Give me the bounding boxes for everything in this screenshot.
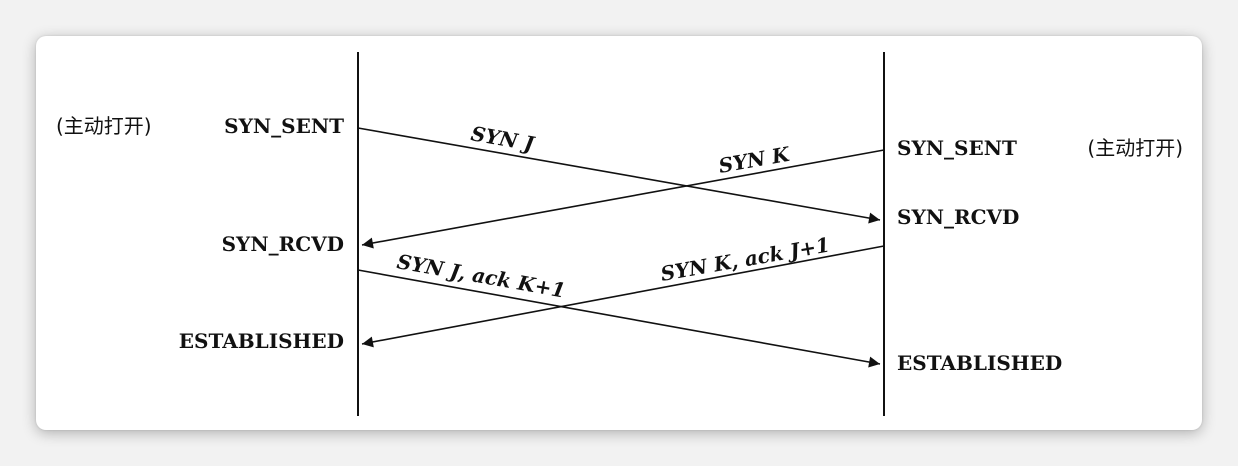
- syn-j-arrow: [357, 127, 881, 224]
- left-state-established: ESTABLISHED: [179, 329, 344, 353]
- syn-k-ack-arrow: [361, 245, 885, 348]
- syn-j-ack-arrow: [357, 269, 881, 368]
- syn-j-label: SYN J: [469, 121, 537, 156]
- syn-k-label: SYN K: [717, 142, 793, 178]
- diagram-card: [36, 36, 1202, 430]
- syn-k-ack-label: SYN K, ack J+1: [659, 233, 832, 286]
- right-state-established: ESTABLISHED: [897, 351, 1062, 375]
- syn-k-arrow: [361, 149, 885, 249]
- right-state-syn-sent: SYN_SENT: [897, 136, 1017, 160]
- left-state-syn-sent: SYN_SENT: [224, 114, 344, 138]
- left-active-open-note: (主动打开): [56, 114, 152, 138]
- right-state-syn-rcvd: SYN_RCVD: [897, 205, 1019, 229]
- left-state-syn-rcvd: SYN_RCVD: [222, 232, 344, 256]
- syn-j-ack-label: SYN J, ack K+1: [395, 249, 567, 302]
- right-active-open-note: (主动打开): [1087, 136, 1183, 160]
